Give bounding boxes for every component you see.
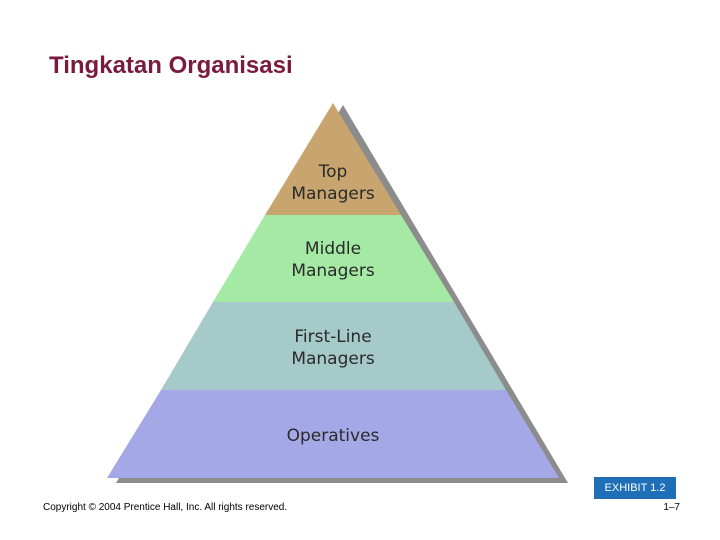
copyright-notice: Copyright © 2004 Prentice Hall, Inc. All…	[43, 502, 288, 513]
page-number: 1–7	[663, 502, 680, 513]
slide-title: Tingkatan Organisasi	[49, 52, 293, 79]
tier-label-top-managers: Top Managers	[291, 162, 375, 204]
tier-label-first-line-managers: First-Line Managers	[291, 327, 375, 369]
exhibit-badge: EXHIBIT 1.2	[594, 477, 676, 499]
pyramid-tier-middle-managers	[213, 215, 454, 302]
pyramid-tier-first-line-managers	[161, 302, 506, 390]
pyramid-tier-top-managers	[265, 103, 401, 215]
pyramid-tier-operatives	[107, 390, 559, 478]
tier-label-middle-managers: Middle Managers	[291, 239, 375, 281]
tier-label-operatives: Operatives	[286, 426, 380, 446]
